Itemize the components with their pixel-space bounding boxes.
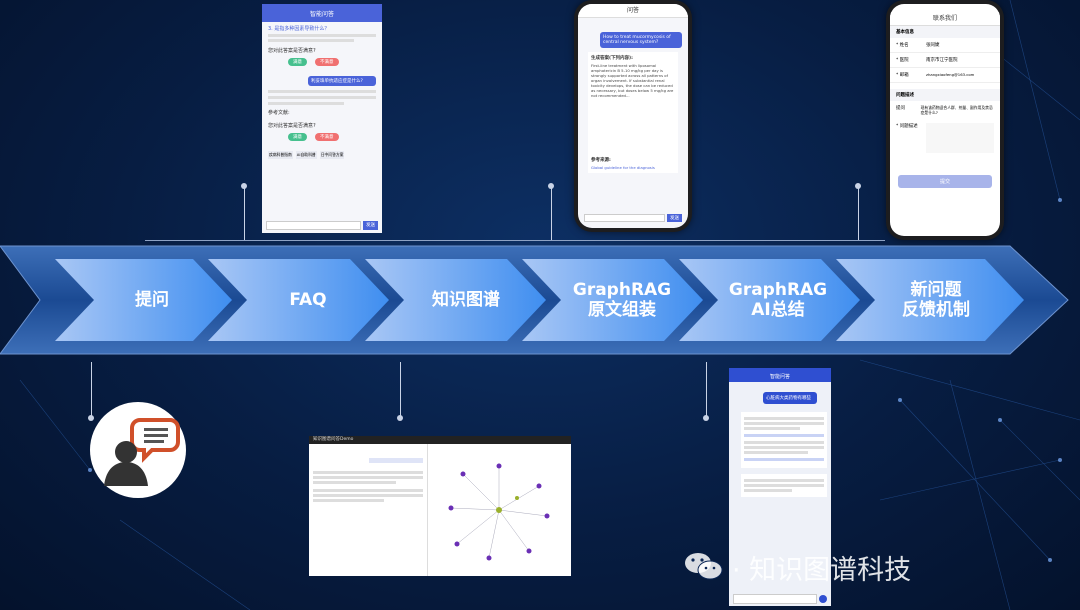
faq-yes-button-2[interactable]: 满意 <box>288 133 307 141</box>
watermark-text: · 知识图谱科技 <box>732 548 911 587</box>
kg-graph-visual <box>429 446 569 574</box>
rag-phone: 问答 How to treat mucormycosis of central … <box>574 0 692 232</box>
ai-title: 智能问答 <box>729 368 831 382</box>
faq-user-message: 利妥珠单抗适应症是什么? <box>308 76 376 86</box>
step-label: GraphRAG <box>573 280 671 300</box>
step-graphrag-ai: GraphRAG AI总结 <box>718 259 838 341</box>
connector-rag-text <box>551 186 552 240</box>
step-label-2: 反馈机制 <box>902 300 970 320</box>
faq-title: 智能问答 <box>262 4 382 22</box>
feedback-title: 联系我们 <box>890 12 1000 26</box>
rag-answer-head: 生成答案(下列内容): <box>591 55 675 61</box>
step-label: 知识图谱 <box>432 290 500 310</box>
connector-faq <box>244 186 245 240</box>
step-knowledge-graph: 知识图谱 <box>406 259 526 341</box>
feedback-section-basic: 基本信息 <box>890 26 1000 38</box>
question-label: 提问 <box>896 105 921 115</box>
rag-ref-head: 参考来源: <box>591 157 675 163</box>
ai-user-message: 心脏病大类药物有哪些 <box>763 392 817 404</box>
step-label-2: AI总结 <box>729 300 827 320</box>
faq-tab-2[interactable]: AI自助科普 <box>296 151 317 159</box>
connector-dot-faq <box>241 183 247 189</box>
rag-answer-body: First-line treatment with liposomal amph… <box>591 63 675 155</box>
connector-dot-kg <box>397 415 403 421</box>
faq-no-button[interactable]: 不满意 <box>315 58 339 66</box>
step-label: 新问题 <box>902 280 970 300</box>
connector-dot-ai <box>703 415 709 421</box>
email-field[interactable]: zhangxiaofeng@163.com <box>926 72 974 78</box>
feedback-phone: 联系我们 基本信息 * 姓名 张同婕 * 医院 南京市江宁医院 * 邮箱 zha… <box>886 0 1004 240</box>
connector-dot-rag-text <box>548 183 554 189</box>
feedback-section-question: 问题描述 <box>890 89 1000 101</box>
faq-input[interactable] <box>266 221 361 230</box>
faq-ref-title: 参考文献: <box>268 109 376 116</box>
faq-no-button-2[interactable]: 不满意 <box>315 133 339 141</box>
watermark-label: 知识图谱科技 <box>749 555 911 586</box>
ai-input[interactable] <box>733 594 817 604</box>
connector-dot-feedback <box>855 183 861 189</box>
rag-send-button[interactable]: 发送 <box>667 214 682 222</box>
hospital-field[interactable]: 南京市江宁医院 <box>926 57 958 63</box>
hospital-label: * 医院 <box>896 57 926 63</box>
step-faq: FAQ <box>250 259 366 341</box>
faq-phone-screenshot: 智能问答 3. 是指多种因素导致什么？ 您对此答案是否满意? 满意 不满意 利妥… <box>262 4 382 233</box>
rag-title: 问答 <box>578 4 688 18</box>
faq-satisfied-q-2: 您对此答案是否满意? <box>268 122 376 129</box>
name-field[interactable]: 张同婕 <box>926 42 940 48</box>
kg-demo-screenshot: 知识图谱问答Demo <box>309 436 571 576</box>
faq-tab-1[interactable]: 疾病科普指南 <box>268 151 293 159</box>
question-field[interactable]: 现有该药物适合人群、剂量、副作用及禁忌症是什么? <box>921 105 994 115</box>
ai-send-button[interactable] <box>819 595 827 603</box>
connector-kg <box>400 362 401 418</box>
desc-field[interactable] <box>926 123 994 153</box>
step-feedback: 新问题 反馈机制 <box>876 259 996 341</box>
wechat-logo-icon <box>683 550 725 584</box>
faq-satisfied-q: 您对此答案是否满意? <box>268 47 376 54</box>
step-label: FAQ <box>289 290 326 310</box>
connector-feedback <box>858 186 859 240</box>
connector-ai <box>706 362 707 418</box>
faq-tab-3[interactable]: 日中问答方案 <box>320 151 345 159</box>
kg-title: 知识图谱问答Demo <box>309 436 571 444</box>
email-label: * 邮箱 <box>896 72 926 78</box>
step-label-2: 原文组装 <box>573 300 671 320</box>
step-graphrag-text: GraphRAG 原文组装 <box>562 259 682 341</box>
faq-q-label: 3. 是指多种因素导致什么？ <box>268 25 376 32</box>
desc-label: * 问题描述 <box>896 123 926 153</box>
rag-ref-link[interactable]: Global guideline for the diagnosis <box>591 165 675 170</box>
user-with-speech-bubble-icon <box>88 400 188 500</box>
rag-user-message: How to treat mucormycosis of central ner… <box>600 32 682 48</box>
faq-yes-button[interactable]: 满意 <box>288 58 307 66</box>
rag-input[interactable] <box>584 214 665 222</box>
step-question: 提问 <box>94 259 210 341</box>
step-label: 提问 <box>135 290 169 310</box>
submit-button[interactable]: 提交 <box>898 175 992 188</box>
name-label: * 姓名 <box>896 42 926 48</box>
faq-send-button[interactable]: 发送 <box>363 221 378 230</box>
step-label: GraphRAG <box>729 280 827 300</box>
